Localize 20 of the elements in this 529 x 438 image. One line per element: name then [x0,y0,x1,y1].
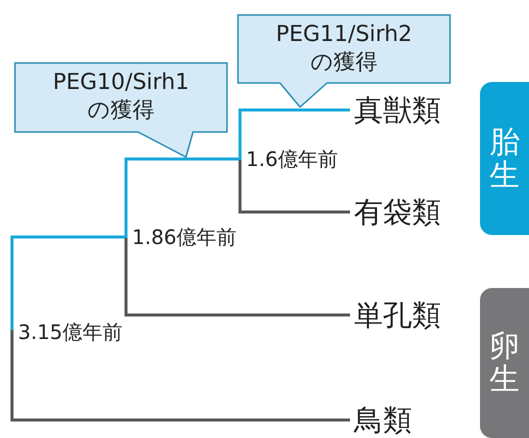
text: 鳥類 [354,406,412,434]
text: 1.86億年前 [132,227,237,247]
tree-branch [124,238,350,316]
text: 真獣類 [354,96,441,124]
tree-branch [238,108,350,160]
tree-branch [10,236,126,330]
text: PEG10/Sirh1の獲得 [52,70,190,123]
tree-branch [124,158,240,238]
text: 有袋類 [354,198,441,226]
text: 1.6億年前 [246,149,338,169]
text: 胎生 [490,126,520,192]
tree-branch [10,330,350,422]
category-band [480,288,529,438]
category-band [480,82,529,235]
text: 単孔類 [354,300,441,330]
tree-branch [238,160,350,214]
text: 3.15億年前 [18,322,123,342]
text: PEG11/Sirh2の獲得 [276,22,412,74]
text: 卵生 [490,330,520,396]
callout-box [14,62,228,158]
